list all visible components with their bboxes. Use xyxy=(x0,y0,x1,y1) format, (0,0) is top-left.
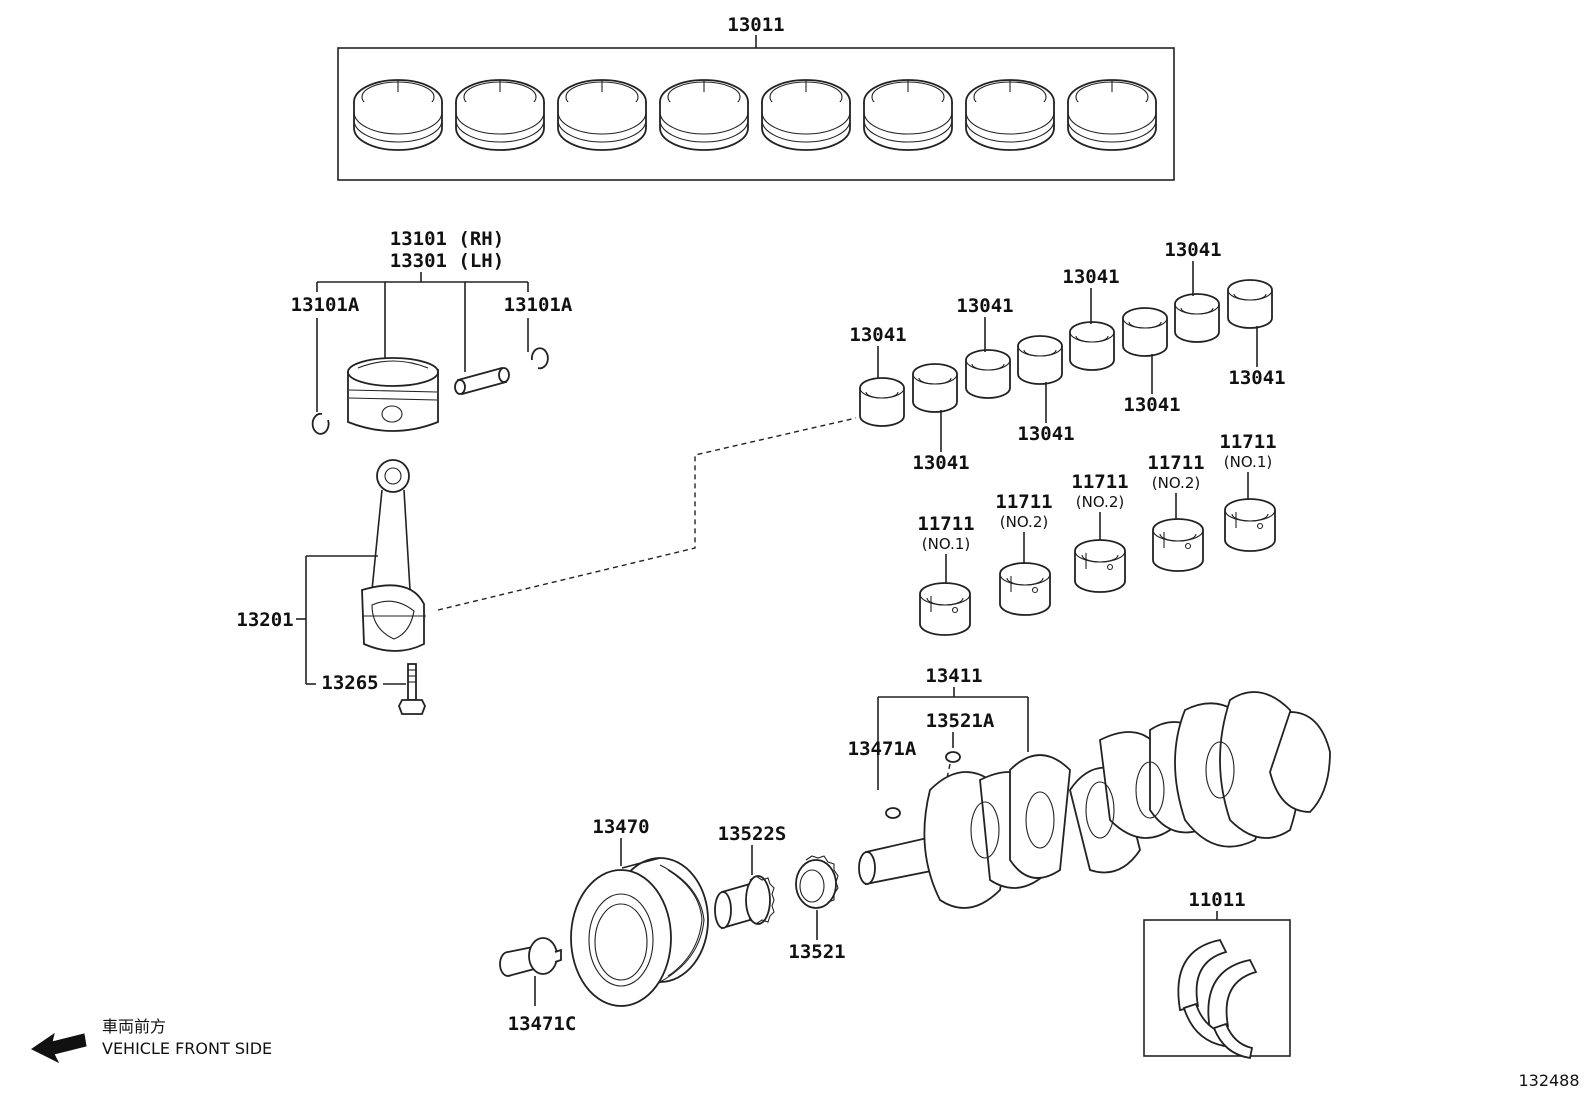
label-crankshaft: 13411 xyxy=(925,665,982,687)
piston-group: 13101 (RH) 13301 (LH) 13101A 13101A xyxy=(291,228,573,435)
bearing-shell-1 xyxy=(859,377,905,427)
key-b xyxy=(885,807,901,819)
label-bearing-4: 13041 xyxy=(1017,423,1074,445)
label-piston-lh: 13301 (LH) xyxy=(390,250,504,272)
crankshaft-pulley xyxy=(570,857,709,1007)
label-main-5: 11711 xyxy=(1219,431,1276,453)
label-main-1-no: (NO.1) xyxy=(922,535,970,553)
crankshaft xyxy=(858,691,1331,909)
label-piston-rh: 13101 (RH) xyxy=(390,228,504,250)
direction-english: VEHICLE FRONT SIDE xyxy=(102,1039,272,1058)
ring-set-3 xyxy=(557,79,647,151)
conrod-bearings: 13041 13041 13041 13041 13041 13041 1304… xyxy=(849,239,1285,474)
crankshaft-group: 13411 13521A 13471A xyxy=(848,665,1331,909)
ring-set-4 xyxy=(659,79,749,151)
label-gear: 13521 xyxy=(788,941,845,963)
ring-set-8 xyxy=(1067,79,1157,151)
vehicle-front-indicator: 車両前方 VEHICLE FRONT SIDE xyxy=(31,1017,272,1064)
label-gear-s: 13522S xyxy=(718,823,787,845)
piston xyxy=(347,357,439,432)
ring-set-6 xyxy=(863,79,953,151)
ring-set-box xyxy=(337,47,1175,181)
main-bearing-4 xyxy=(1152,518,1204,572)
bearing-shell-4 xyxy=(1017,335,1063,385)
main-bearing-2 xyxy=(999,562,1051,616)
label-main-4: 11711 xyxy=(1147,452,1204,474)
label-snap-ring-left: 13101A xyxy=(291,294,360,316)
label-main-5-no: (NO.1) xyxy=(1224,453,1272,471)
crankshaft-gear-s xyxy=(714,875,775,930)
label-bearing-5: 13041 xyxy=(1062,266,1119,288)
ring-set-7 xyxy=(965,79,1055,151)
bearing-shell-7 xyxy=(1174,293,1220,343)
label-main-1: 11711 xyxy=(917,513,974,535)
label-key-a: 13521A xyxy=(926,710,995,732)
label-main-3: 11711 xyxy=(1071,471,1128,493)
thrust-washer-group: 11011 xyxy=(1143,889,1291,1060)
pulley-bolt xyxy=(499,937,562,977)
figure-number: 132488 xyxy=(1518,1071,1579,1090)
main-bearing-5 xyxy=(1224,498,1276,552)
label-pulley: 13470 xyxy=(592,816,649,838)
label-conrod: 13201 xyxy=(236,609,293,631)
connecting-rod xyxy=(361,459,426,652)
label-main-2-no: (NO.2) xyxy=(1000,513,1048,531)
label-bearing-7: 13041 xyxy=(1164,239,1221,261)
label-bearing-3: 13041 xyxy=(956,295,1013,317)
bearing-shell-6 xyxy=(1122,307,1168,357)
label-pulley-bolt: 13471C xyxy=(508,1013,577,1035)
label-bearing-1: 13041 xyxy=(849,324,906,346)
label-snap-ring-right: 13101A xyxy=(504,294,573,316)
bearing-shell-5 xyxy=(1069,321,1115,371)
label-ring-set: 13011 xyxy=(727,14,784,36)
conrod-bolt xyxy=(398,663,426,715)
connecting-rod-group: 13201 13265 xyxy=(236,417,857,715)
pulley-group: 13470 13522S 13521 xyxy=(499,816,846,1035)
label-key-b: 13471A xyxy=(848,738,917,760)
piston-ring-set: 13011 xyxy=(337,14,1175,181)
key-a xyxy=(945,751,961,763)
snap-ring-left xyxy=(311,412,330,435)
snap-ring-right xyxy=(531,347,549,370)
label-main-2: 11711 xyxy=(995,491,1052,513)
label-bearing-2: 13041 xyxy=(912,452,969,474)
label-bearing-6: 13041 xyxy=(1123,394,1180,416)
label-thrust-washer: 11011 xyxy=(1188,889,1245,911)
bearing-shell-2 xyxy=(912,363,958,413)
main-bearing-1 xyxy=(919,582,971,636)
thrust-washers xyxy=(1177,938,1258,1060)
direction-japanese: 車両前方 xyxy=(102,1017,166,1036)
ring-set-2 xyxy=(455,79,545,151)
piston-pin xyxy=(454,366,510,396)
label-bearing-8: 13041 xyxy=(1228,367,1285,389)
ring-set-1 xyxy=(353,79,443,151)
front-arrow-icon xyxy=(31,1032,87,1064)
main-bearings: 11711 (NO.1) 11711 (NO.2) 11711 (NO.2) 1… xyxy=(917,431,1277,636)
ring-set-5 xyxy=(761,79,851,151)
label-conrod-bolt: 13265 xyxy=(321,672,378,694)
bearing-shell-3 xyxy=(965,349,1011,399)
main-bearing-3 xyxy=(1074,539,1126,593)
label-main-3-no: (NO.2) xyxy=(1076,493,1124,511)
bearing-shell-8 xyxy=(1227,279,1273,329)
dashed-leader-conrod xyxy=(437,417,857,611)
thrust-washer-box xyxy=(1143,919,1291,1057)
crankshaft-gear xyxy=(795,855,839,909)
label-main-4-no: (NO.2) xyxy=(1152,474,1200,492)
